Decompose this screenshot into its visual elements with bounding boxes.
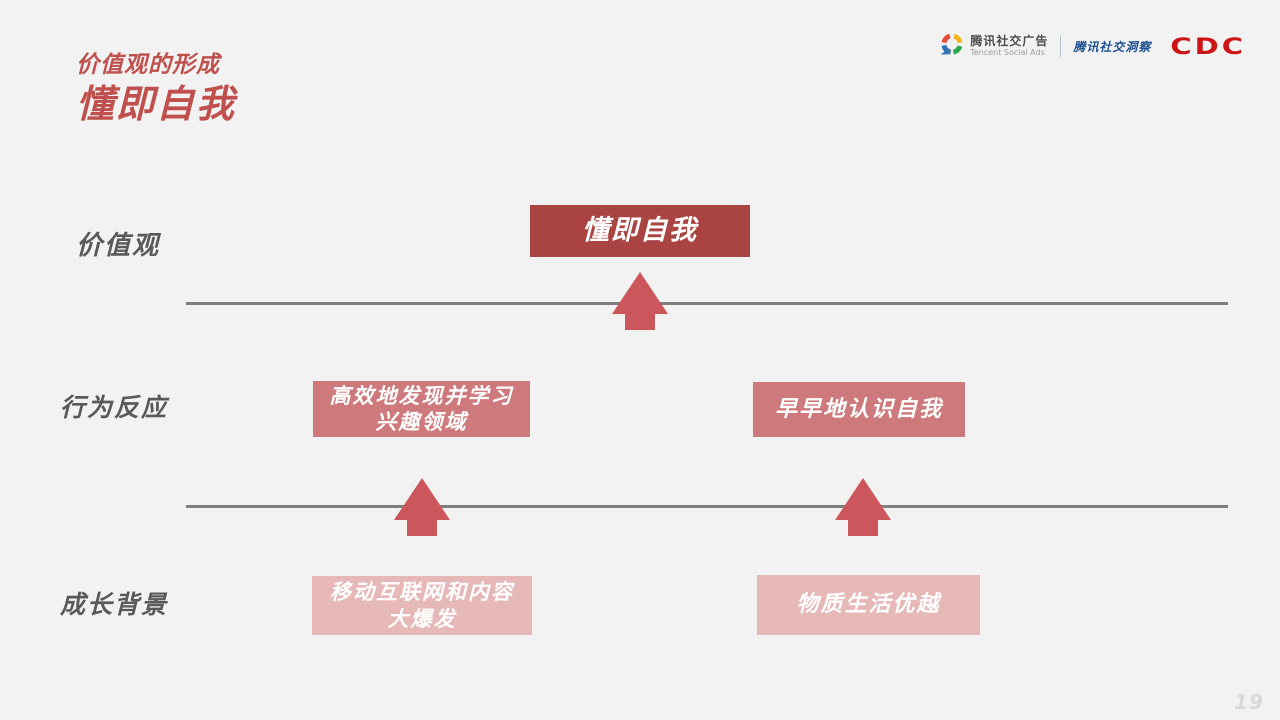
- background-right-text: 物质生活优越: [796, 592, 941, 618]
- divider-line-top: [186, 302, 1228, 305]
- behavior-box-left: 高效地发现并学习 兴趣领域: [313, 381, 530, 437]
- behavior-left-line1: 高效地发现并学习: [329, 383, 514, 408]
- background-left-line1: 移动互联网和内容: [330, 580, 514, 605]
- logo-bar: 腾讯社交广告 Tencent Social Ads 腾讯社交洞察 CDC: [939, 33, 1246, 59]
- background-box-left: 移动互联网和内容 大爆发: [312, 576, 532, 635]
- background-box-right: 物质生活优越: [757, 575, 980, 635]
- page-number: 19: [1234, 690, 1264, 714]
- row-label-values: 价值观: [76, 231, 161, 261]
- title-block: 价值观的形成 懂即自我: [76, 52, 236, 126]
- cdc-logo: CDC: [1170, 32, 1246, 59]
- value-box-text: 懂即自我: [582, 215, 698, 247]
- value-box: 懂即自我: [530, 205, 750, 257]
- tencent-social-ads-ring-icon: [939, 31, 965, 61]
- logo-divider: [1060, 35, 1062, 57]
- slide-title: 懂即自我: [76, 81, 237, 126]
- up-arrow-icon: [835, 478, 891, 536]
- row-label-behavior: 行为反应: [60, 393, 169, 422]
- slide-subtitle: 价值观的形成: [76, 52, 220, 78]
- behavior-right-text: 早早地认识自我: [774, 396, 943, 422]
- up-arrow-icon: [394, 478, 450, 536]
- behavior-box-right: 早早地认识自我: [753, 382, 965, 437]
- up-arrow-icon: [612, 272, 668, 330]
- tsa-name-cn: 腾讯社交广告: [970, 33, 1049, 48]
- background-left-line2: 大爆发: [387, 606, 457, 631]
- tencent-social-ads-logo: 腾讯社交广告 Tencent Social Ads: [939, 31, 1048, 61]
- behavior-left-line2: 兴趣领域: [375, 410, 468, 434]
- row-label-background: 成长背景: [60, 590, 169, 619]
- tsa-name-en: Tencent Social Ads: [970, 47, 1045, 57]
- tencent-insight-logo: 腾讯社交洞察: [1073, 39, 1152, 54]
- divider-line-bottom: [186, 505, 1228, 508]
- tencent-social-ads-text: 腾讯社交广告 Tencent Social Ads: [970, 33, 1049, 58]
